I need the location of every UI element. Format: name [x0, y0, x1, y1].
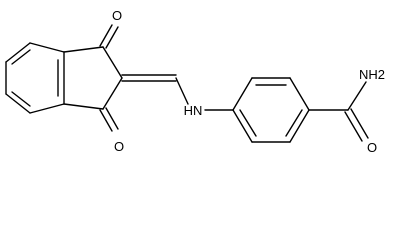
bond-inner	[11, 49, 31, 65]
bond-inner	[239, 109, 257, 137]
bond	[63, 46, 104, 53]
methylidene	[121, 74, 189, 105]
bond	[5, 93, 31, 114]
bond	[350, 108, 369, 139]
bond	[347, 81, 367, 111]
carbonyl-bottom	[99, 107, 119, 132]
structure-diagram: O O HN NH2 O	[5, 8, 385, 155]
bond	[175, 77, 189, 105]
bond	[63, 103, 104, 110]
atom-label-o-bottom: O	[114, 139, 124, 154]
bond	[232, 77, 253, 111]
bond	[99, 109, 113, 132]
bond	[99, 24, 113, 47]
bond-inner	[285, 109, 303, 137]
molecule-drawing: O O HN NH2 O	[5, 8, 385, 155]
bond	[344, 111, 363, 142]
bond	[102, 77, 123, 110]
bond	[29, 42, 65, 53]
atom-label-o-amide: O	[367, 140, 377, 155]
bond	[289, 109, 310, 143]
benzo-ring	[5, 42, 65, 114]
bond	[102, 46, 123, 79]
atom-label-nh2: NH2	[359, 67, 385, 82]
bond	[29, 103, 65, 114]
cyclopentane-ring	[63, 46, 123, 110]
atom-label-nh: HN	[184, 103, 203, 118]
carbonyl-top	[99, 24, 119, 49]
bond	[105, 107, 119, 130]
phenylene-ring	[232, 77, 310, 143]
bond	[289, 77, 310, 111]
bond	[5, 42, 31, 63]
bond	[105, 26, 119, 49]
amide-group	[308, 81, 369, 142]
atom-label-o-top: O	[112, 8, 122, 23]
bond-inner	[11, 91, 31, 107]
bond	[232, 109, 253, 143]
